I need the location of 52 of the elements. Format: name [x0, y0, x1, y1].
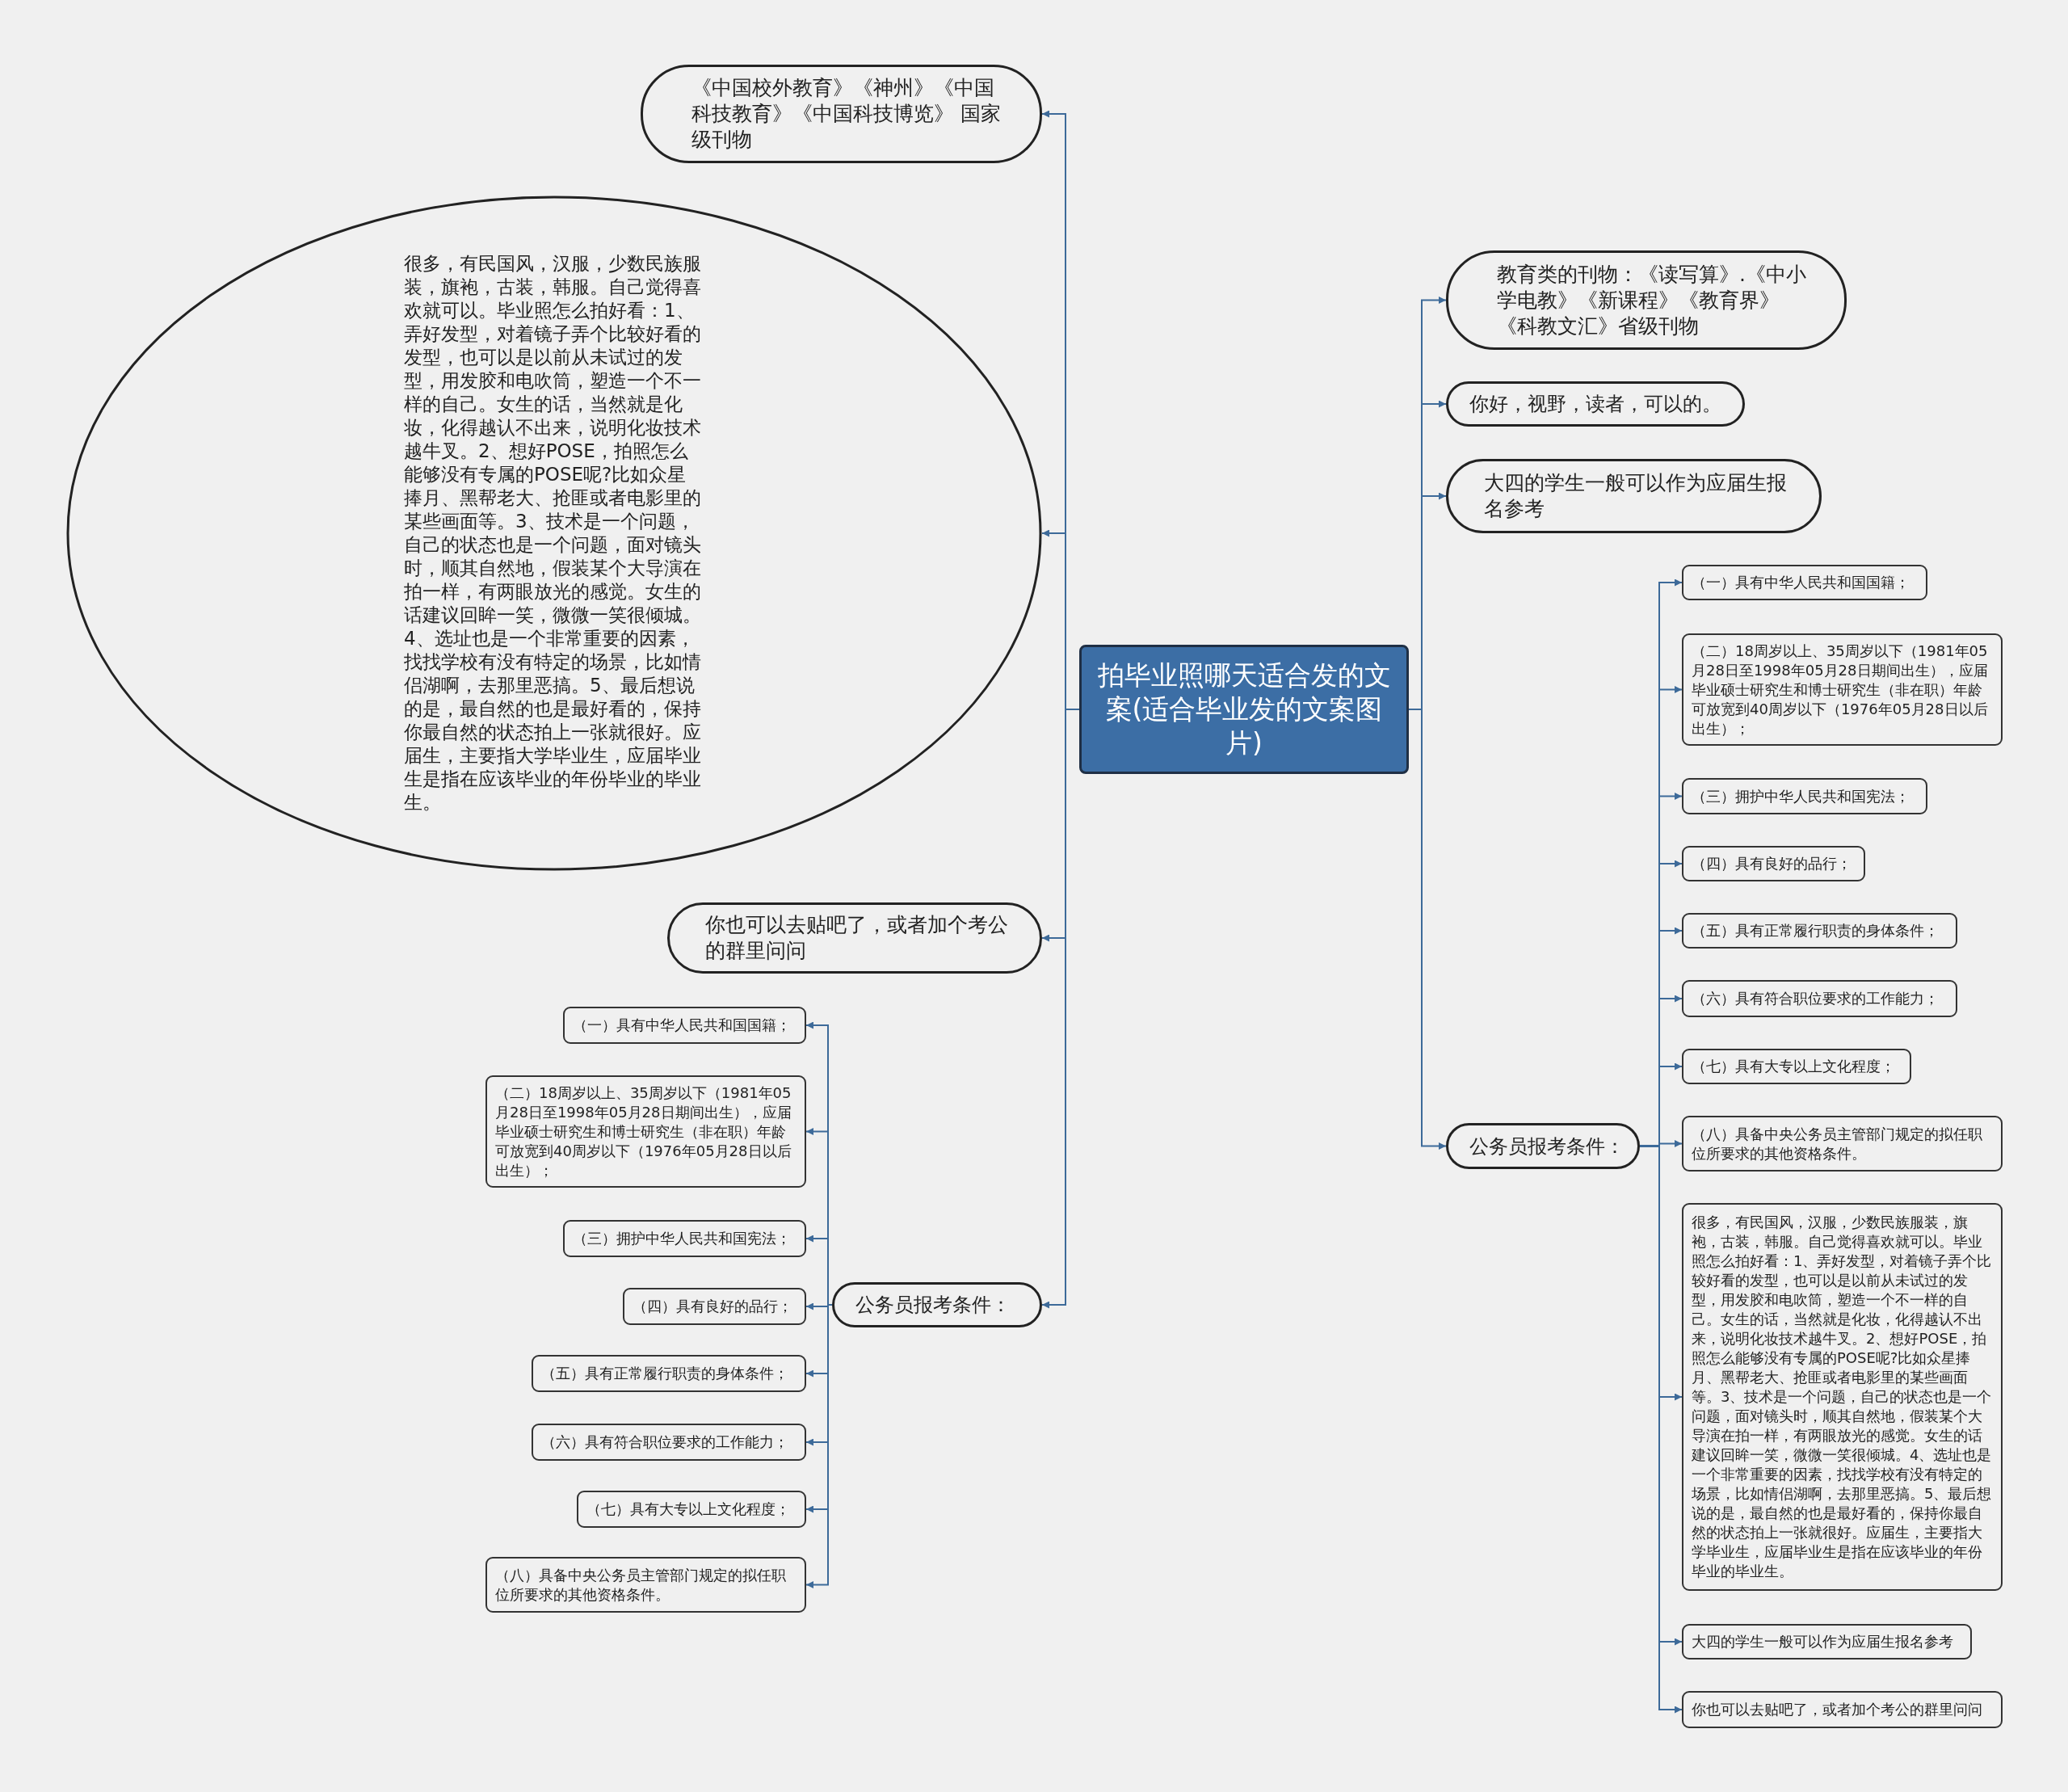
topic-text: 你好，视野，读者，可以的。 [1469, 392, 1721, 417]
topic-text: （一）具有中华人民共和国国籍； [1692, 573, 1910, 592]
topic-text: （四）具有良好的品行； [633, 1297, 792, 1316]
item-box [1682, 913, 1957, 949]
item-box [1682, 1049, 1911, 1084]
topic-text: 公务员报考条件： [855, 1293, 1011, 1318]
topic-box [832, 1282, 1042, 1327]
topic-text: （三）拥护中华人民共和国宪法； [1692, 786, 1910, 806]
topic-text: （四）具有良好的品行； [1692, 854, 1852, 873]
topic-text: 《中国校外教育》《神州》《中国科技教育》《中国科技博览》 国家级刊物 [691, 75, 1002, 153]
topic-text: （七）具有大专以上文化程度； [1692, 1057, 1895, 1076]
topic-text: 教育类的刊物：《读写算》.《中小学电教》《新课程》《教育界》《科教文汇》省级刊物 [1497, 261, 1807, 339]
topic-box [1446, 381, 1745, 427]
item-box [563, 1220, 806, 1257]
item-box [1682, 1116, 2003, 1172]
topic-text: （二）18周岁以上、35周岁以下（1981年05月28日至1998年05月28日期间出生），应届毕业硕士研究生和博士研究生（非在职）年龄可放宽到40周岁以下（1976年05月28日以后出生）； [1692, 641, 1989, 738]
topic-text: （六）具有符合职位要求的工作能力； [1692, 989, 1939, 1008]
topic-text: （七）具有大专以上文化程度； [586, 1500, 790, 1519]
topic-text: 大四的学生一般可以作为应届生报名参考 [1692, 1632, 1953, 1651]
item-box [623, 1288, 806, 1325]
topic-text: （五）具有正常履行职责的身体条件； [1692, 921, 1939, 940]
item-box [1682, 1624, 1972, 1659]
topic-text: 很多，有民国风，汉服，少数民族服装，旗袍，古装，韩服。自己觉得喜欢就可以。毕业照怎么拍好看：1、弄好发型，对着镜子弄个比较好看的发型，也可以是以前从未试过的发型，用发胶和电吹筒，塑造一个不一样的自己。女生的话，当然就是化妆，化得越认不出来，说明化妆技术越牛叉。2、想好POSE，拍照怎么能够没有专属的POSE呢?比如众星捧月、黑帮老大、抢匪或者电影里的某些画面等。3、技术是一个问题，自己的状态也是一个问题，面对镜头时，顺其自然地，假装某个大导演在拍一样，有两眼放光的感觉。女生的话建议回眸一笑，微微一笑很倾城。4、选址也是一个非常重要的因素，找找学校有没有特定的场景，比如情侣湖啊，去那里恶搞。5、最后想说的是，最自然的也是最好看的，保持你最自然的状态拍上一张就很好。应届生，主要指大学毕业生，应届毕业生是指在应该毕业的年份毕业的毕业生。 [1692, 1213, 1993, 1581]
topic-title: 拍毕业照哪天适合发的文案(适合毕业发的文案图片) [1096, 658, 1392, 760]
topic-box [1446, 1123, 1640, 1169]
topic-text: 你也可以去贴吧了，或者加个考公的群里问问 [705, 912, 1009, 964]
item-box [1682, 565, 1927, 600]
topic-text: （二）18周岁以上、35周岁以下（1981年05月28日至1998年05月28日期间出生），应届毕业硕士研究生和博士研究生（非在职）年龄可放宽到40周岁以下（1976年05月28日以后出生）； [495, 1083, 792, 1180]
topic-text: （五）具有正常履行职责的身体条件； [541, 1364, 788, 1383]
topic-text: （八）具备中央公务员主管部门规定的拟任职位所要求的其他资格条件。 [1692, 1124, 1983, 1163]
topic-text: 公务员报考条件： [1469, 1134, 1625, 1159]
item-box [1682, 846, 1865, 881]
item-box [563, 1007, 806, 1044]
topic-text: （六）具有符合职位要求的工作能力； [541, 1432, 788, 1452]
item-box [532, 1355, 806, 1392]
central-topic-box [1079, 645, 1409, 774]
topic-text: （三）拥护中华人民共和国宪法； [573, 1229, 791, 1248]
item-box [485, 1557, 806, 1613]
topic-text: 大四的学生一般可以作为应届生报名参考 [1484, 470, 1787, 522]
topic-text: 很多，有民国风，汉服，少数民族服装，旗袍，古装，韩服。自己觉得喜欢就可以。毕业照怎么拍好看：1、弄好发型，对着镜子弄个比较好看的发型，也可以是以前从未试过的发型，用发胶和电吹筒，塑造一个不一样的自己。女生的话，当然就是化妆，化得越认不出来，说明化妆技术越牛叉。2、想好POSE，拍照怎么能够没有专属的POSE呢?比如众星捧月、黑帮老大、抢匪或者电影里的某些画面等。3、技术是一个问题，自己的状态也是一个问题，面对镜头时，顺其自然地，假装某个大导演在拍一样，有两眼放光的感觉。女生的话建议回眸一笑，微微一笑很倾城。4、选址也是一个非常重要的因素，找找学校有没有特定的场景，比如情侣湖啊，去那里恶搞。5、最后想说的是，最自然的也是最好看的，保持你最自然的状态拍上一张就很好。应届生，主要指大学毕业生，应届毕业生是指在应该毕业的年份毕业的毕业生。 [404, 252, 702, 814]
topic-text: （八）具备中央公务员主管部门规定的拟任职位所要求的其他资格条件。 [495, 1565, 787, 1605]
item-box [1682, 1691, 2003, 1728]
topic-text: 你也可以去贴吧了，或者加个考公的群里问问 [1692, 1700, 1982, 1719]
item-box [1682, 980, 1957, 1017]
item-box [532, 1424, 806, 1461]
connector-arrow [805, 1304, 833, 1588]
topic-text: （一）具有中华人民共和国国籍； [573, 1016, 791, 1035]
item-box [1682, 778, 1927, 814]
topic-ellipse [66, 196, 1042, 871]
item-box [577, 1491, 806, 1528]
item-box [1682, 633, 2003, 746]
item-box [485, 1075, 806, 1188]
